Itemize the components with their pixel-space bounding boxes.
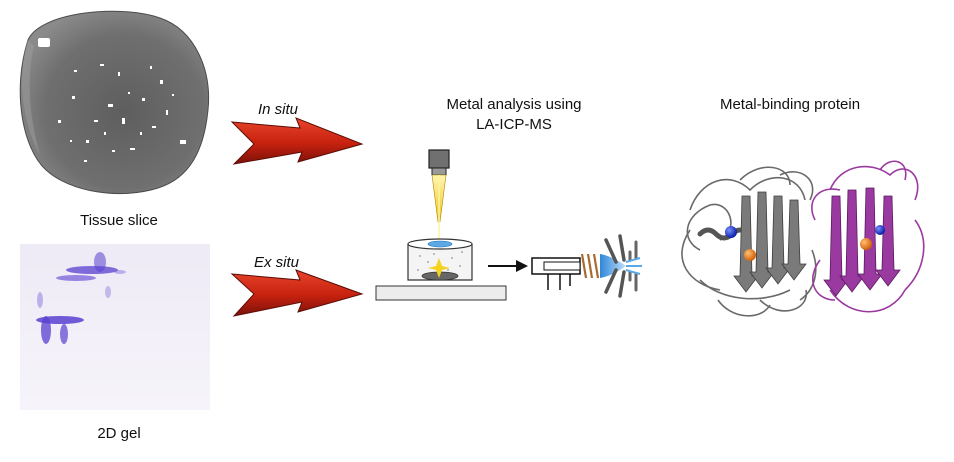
metal-ion-orange xyxy=(744,249,756,261)
analysis-label-line2: LA-ICP-MS xyxy=(476,116,552,133)
transfer-arrow xyxy=(488,260,528,272)
analysis-label-line1: Metal analysis using xyxy=(446,96,582,113)
tissue-slice-image xyxy=(19,10,210,195)
ex-situ-arrow xyxy=(230,269,364,317)
icp-ms-torch xyxy=(531,234,642,298)
gel-2d-label: 2D gel xyxy=(97,425,141,442)
tissue-slice-label: Tissue slice xyxy=(80,212,158,229)
metal-ion-blue xyxy=(725,226,737,238)
in-situ-label: In situ xyxy=(258,101,299,118)
protein-label: Metal-binding protein xyxy=(719,96,861,113)
ex-situ-label: Ex situ xyxy=(254,254,300,271)
protein-structure xyxy=(681,160,925,317)
gel-2d-image xyxy=(20,244,210,410)
metal-ion-orange-2 xyxy=(860,238,872,250)
in-situ-arrow xyxy=(230,117,364,165)
laser-ablation-apparatus xyxy=(375,149,507,301)
metal-ion-blue-2 xyxy=(875,225,885,235)
